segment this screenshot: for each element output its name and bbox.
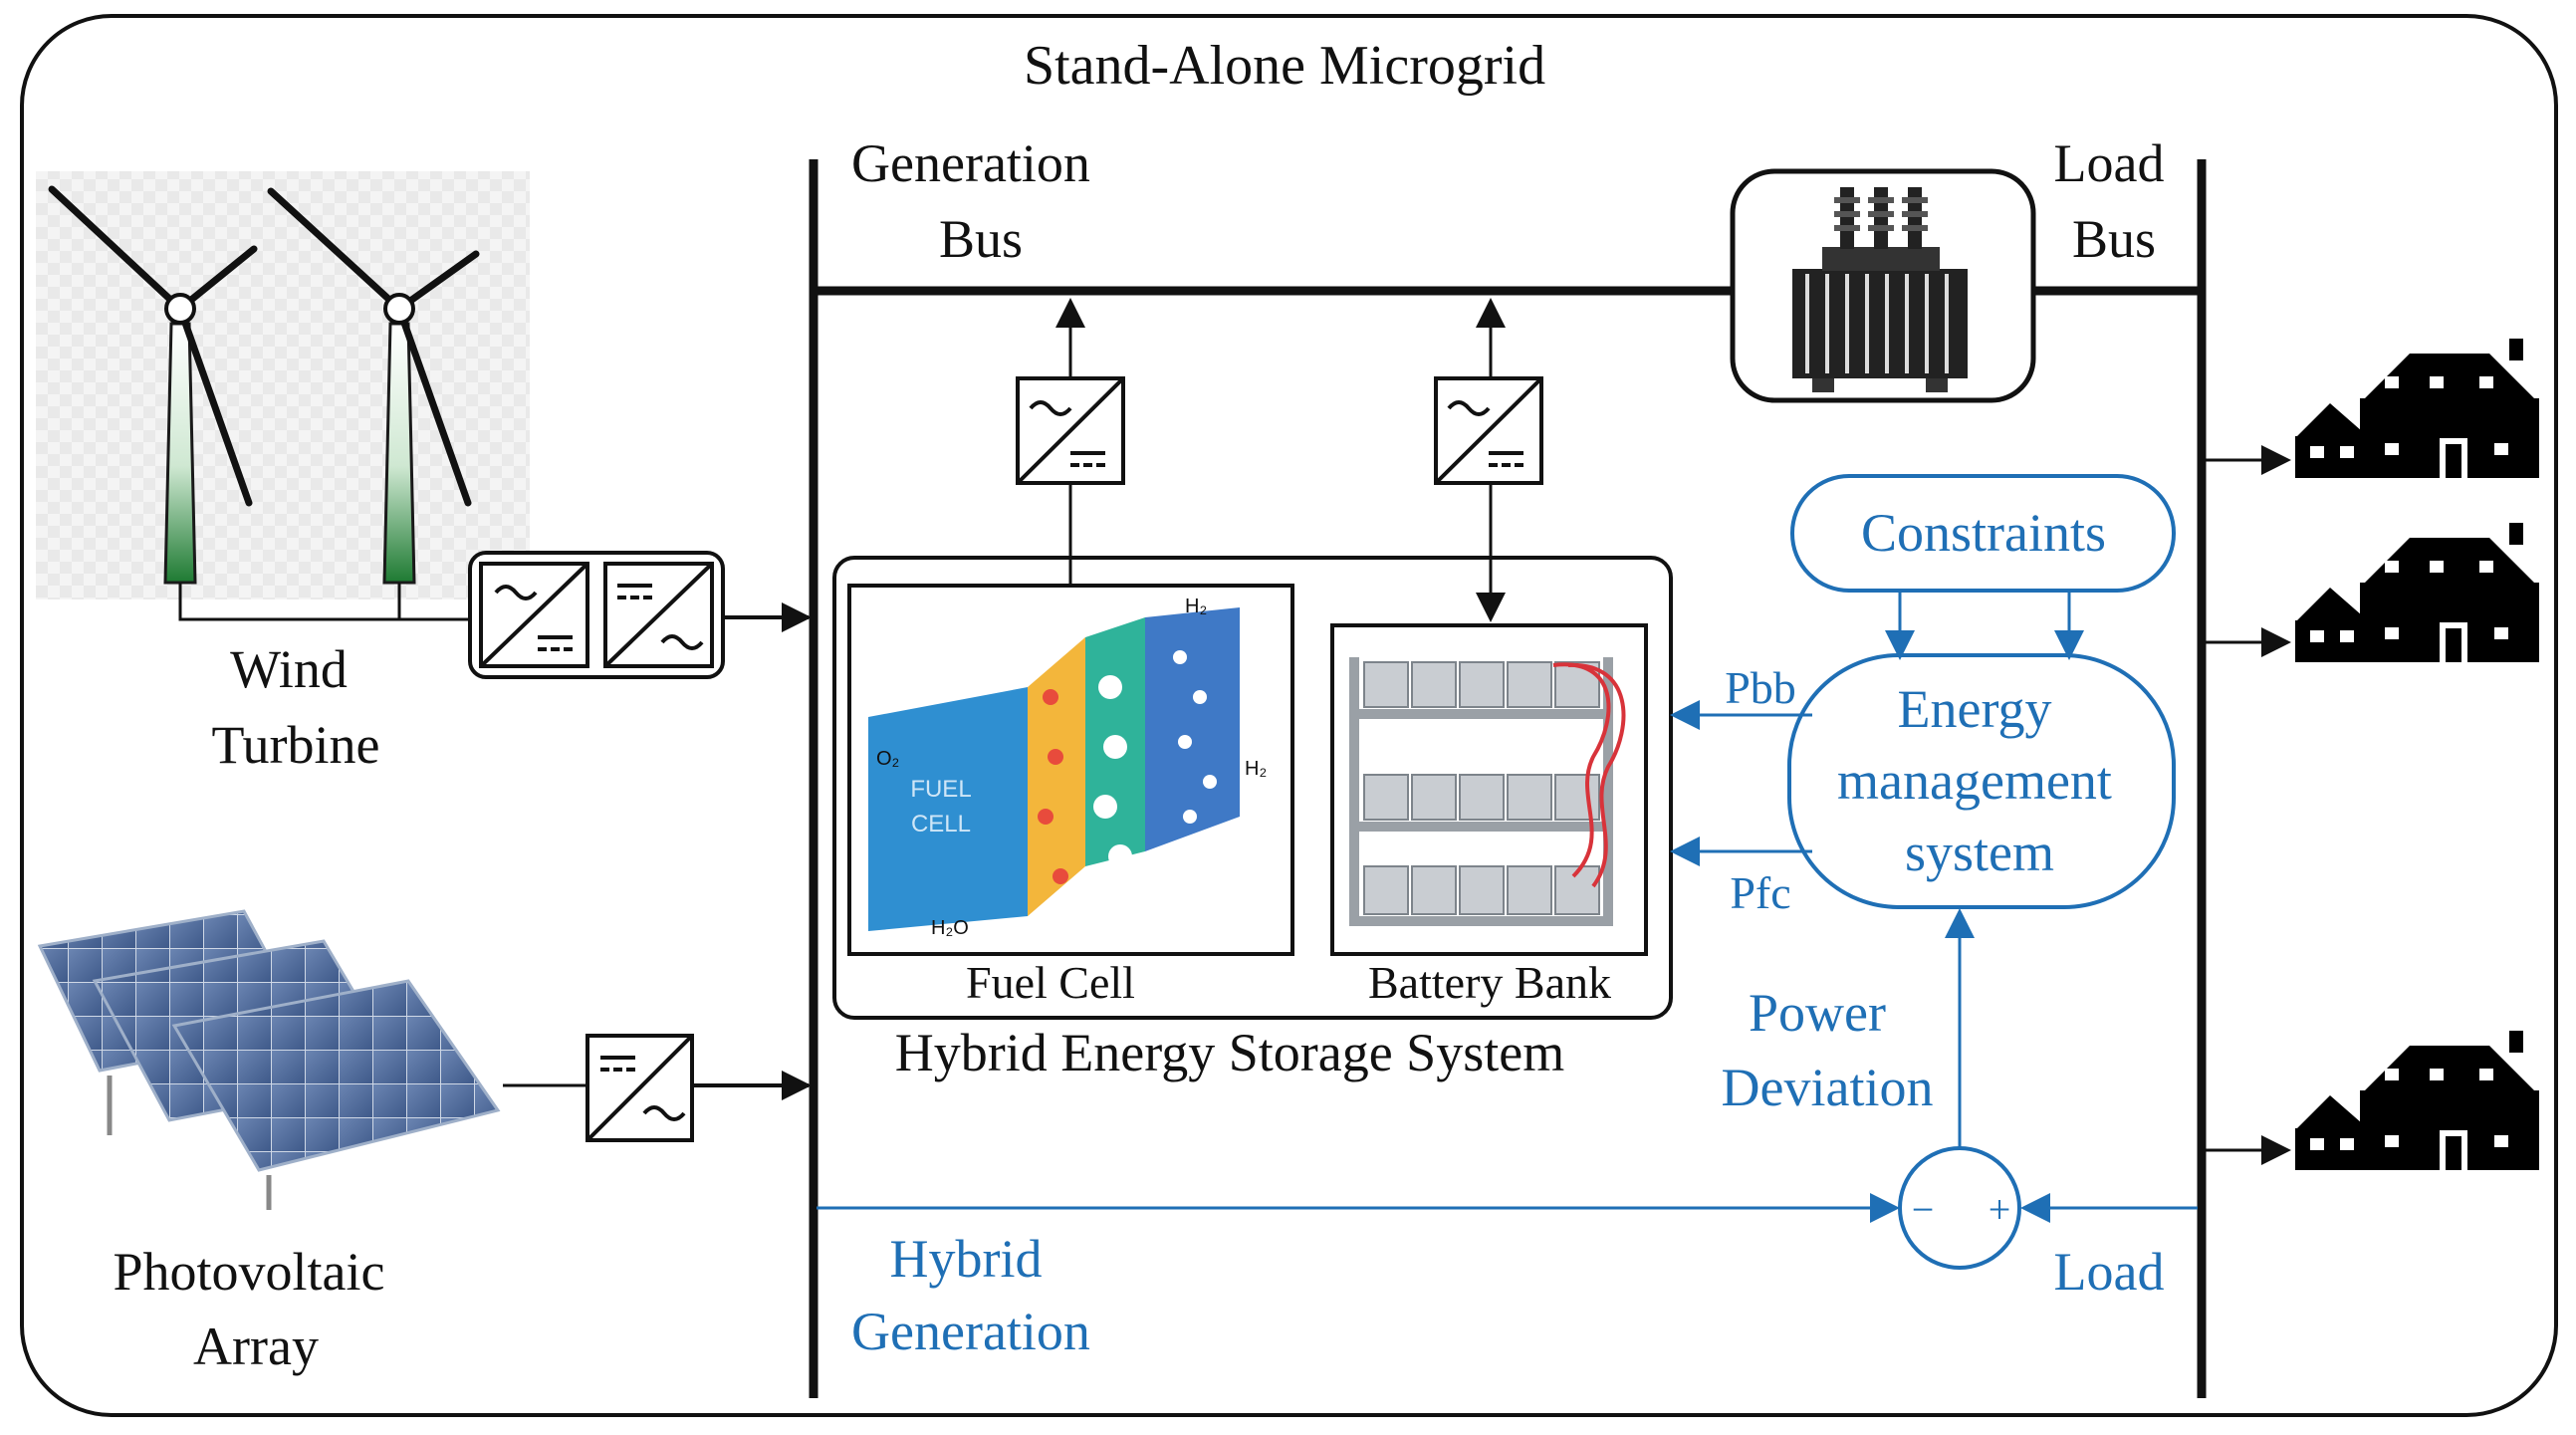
generation-bus-label-1: Generation xyxy=(851,133,1090,193)
photovoltaic-label-1: Photovoltaic xyxy=(114,1242,385,1302)
transformer-icon xyxy=(1730,168,2036,403)
hybrid-generation-label-1: Hybrid xyxy=(890,1229,1043,1289)
ems-label-3: system xyxy=(1905,823,2054,882)
sum-minus-sign: − xyxy=(1912,1187,1935,1232)
diagram-title: Stand-Alone Microgrid xyxy=(1024,35,1545,97)
fuel-cell-h2o-label: H₂O xyxy=(931,917,969,939)
hess-label: Hybrid Energy Storage System xyxy=(895,1023,1564,1082)
fuel-cell-converter-icon xyxy=(1016,376,1125,485)
ems-label-1: Energy xyxy=(1898,679,2052,739)
constraints-label: Constraints xyxy=(1861,503,2106,563)
hybrid-generation-label-2: Generation xyxy=(851,1302,1090,1361)
generation-bus-label-2: Bus xyxy=(939,209,1023,269)
battery-bank-icon xyxy=(1349,657,1626,926)
pv-converter-icon xyxy=(585,1034,694,1142)
house-icon-1 xyxy=(2295,339,2539,478)
power-deviation-label-2: Deviation xyxy=(1722,1058,1934,1117)
fuel-cell-logo-2: CELL xyxy=(911,811,971,837)
fuel-cell-h2-right-label: H₂ xyxy=(1245,758,1267,780)
photovoltaic-array-icon xyxy=(37,909,501,1210)
turbine-tie-line xyxy=(178,583,401,621)
wind-turbine-label-1: Wind xyxy=(230,639,348,699)
fuel-cell-o2-label: O₂ xyxy=(876,748,899,770)
load-bus-label-1: Load xyxy=(2054,133,2165,193)
battery-converter-icon xyxy=(1434,376,1543,485)
microgrid-frame xyxy=(20,14,2558,1417)
sum-plus-sign: + xyxy=(1989,1187,2011,1232)
ems-box xyxy=(1787,653,2176,909)
fuel-cell-icon: FUEL CELL O₂ H₂ H₂ H₂O xyxy=(868,596,1267,939)
load-label: Load xyxy=(2054,1242,2165,1302)
fuel-cell-logo-1: FUEL xyxy=(910,776,971,803)
battery-bank-label: Battery Bank xyxy=(1368,957,1611,1008)
house-icon-2 xyxy=(2295,523,2539,662)
wind-turbine-label-2: Turbine xyxy=(211,715,379,775)
wind-turbine-icon xyxy=(36,171,530,599)
fuel-cell-label: Fuel Cell xyxy=(966,957,1135,1008)
load-bus-label-2: Bus xyxy=(2072,209,2156,269)
power-deviation-label-1: Power xyxy=(1749,983,1886,1043)
house-icon-3 xyxy=(2295,1031,2539,1170)
pbb-label: Pbb xyxy=(1725,662,1796,713)
photovoltaic-label-2: Array xyxy=(193,1316,319,1376)
fuel-cell-h2-top-label: H₂ xyxy=(1185,596,1207,617)
wind-converter-icon xyxy=(468,551,725,679)
pfc-label: Pfc xyxy=(1730,867,1790,918)
ems-label-2: management xyxy=(1837,751,2112,811)
constraints-box xyxy=(1790,474,2176,593)
